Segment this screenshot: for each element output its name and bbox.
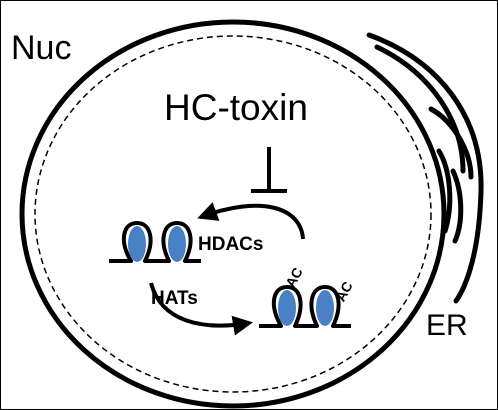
curved-arrow-icon	[149, 282, 253, 336]
inhibition-bar-icon	[251, 147, 287, 193]
nucleosome-pair-acetylated	[259, 285, 351, 328]
nucleosome-pair-deacetylated	[109, 221, 201, 263]
nucleosome-icon	[128, 226, 146, 262]
er-label: ER	[426, 309, 468, 342]
nucleosome-icon	[316, 290, 334, 326]
hc-toxin-label: HC-toxin	[164, 87, 308, 128]
er-membranes	[366, 32, 484, 304]
nuclear-envelope-inner	[34, 35, 432, 393]
hats-label: HATs	[151, 288, 198, 309]
curved-arrow-icon	[197, 202, 305, 240]
nucleus-label: Nuc	[11, 29, 72, 67]
nucleosome-icon	[278, 290, 296, 326]
hdacs-label: HDACs	[198, 234, 264, 255]
nuclear-envelope-outer	[19, 19, 447, 409]
nucleosome-icon	[168, 226, 186, 262]
